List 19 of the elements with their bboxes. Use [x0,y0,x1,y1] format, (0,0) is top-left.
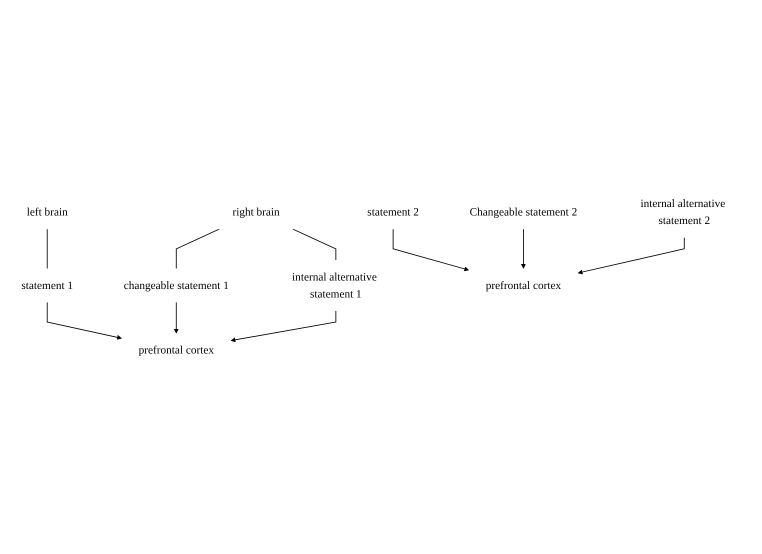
connector [46,228,48,269]
arrow [578,237,685,274]
arrow [520,228,526,269]
node-text: internal alternative statement 2 [640,198,726,227]
node-text: changeable statement 1 [124,279,229,292]
node-text: prefrontal cortex [486,279,562,292]
connector [176,228,220,269]
node-text: prefrontal cortex [138,344,214,356]
node-text: Changeable statement 2 [470,206,578,218]
arrow [46,302,122,340]
node-text: right brain [232,206,280,218]
arrow [392,228,470,272]
arrow [174,302,179,334]
arrow [230,310,336,342]
node-text: statement 1 [21,279,74,292]
node-text: left brain [26,206,68,218]
node-text: statement 2 [367,206,419,218]
node-text: internal alternative statement 1 [292,270,377,300]
connector [292,228,336,261]
